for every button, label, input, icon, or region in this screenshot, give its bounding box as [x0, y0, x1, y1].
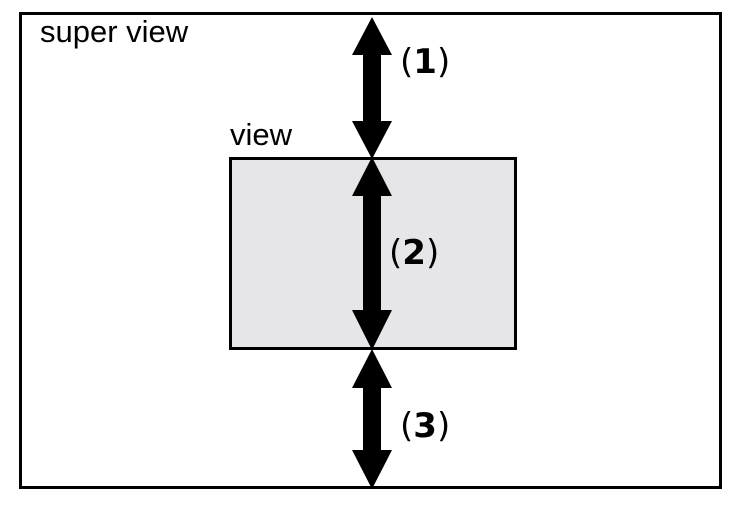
marker-label-2: (2) — [389, 236, 439, 270]
arrow-2 — [352, 157, 392, 350]
arrow-1-shaft — [363, 54, 381, 122]
marker-2-open-paren: ( — [389, 233, 403, 273]
arrow-2-shaft — [363, 195, 381, 311]
marker-3-open-paren: ( — [400, 406, 414, 446]
arrow-3 — [352, 349, 392, 489]
arrow-3-head-bottom — [352, 450, 392, 489]
marker-2-number: 2 — [402, 233, 426, 273]
marker-1-open-paren: ( — [400, 42, 414, 82]
super-view-box — [19, 12, 722, 489]
arrow-1-head-bottom — [352, 121, 392, 159]
arrow-1-head-top — [352, 17, 392, 55]
marker-2-close-paren: ) — [425, 233, 440, 273]
arrow-2-head-top — [352, 157, 392, 196]
marker-1-close-paren: ) — [436, 42, 451, 82]
arrow-3-head-top — [352, 349, 392, 388]
arrow-3-shaft — [363, 387, 381, 451]
super-view-label: super view — [40, 14, 189, 49]
arrow-2-head-bottom — [352, 310, 392, 350]
marker-label-3: (3) — [400, 409, 450, 443]
marker-3-close-paren: ) — [436, 406, 451, 446]
marker-1-number: 1 — [413, 42, 437, 82]
marker-3-number: 3 — [413, 406, 437, 446]
marker-label-1: (1) — [400, 45, 450, 79]
view-label: view — [230, 117, 293, 152]
arrow-1 — [352, 17, 392, 159]
